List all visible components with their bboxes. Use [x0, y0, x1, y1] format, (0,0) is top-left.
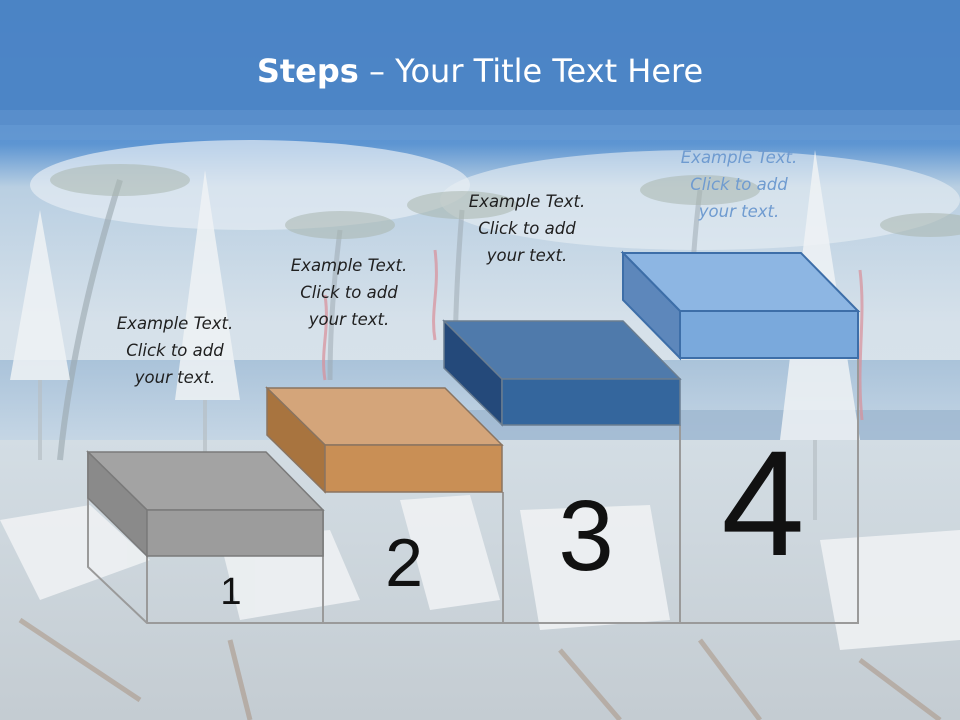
- step-caption-1[interactable]: Example Text. Click to add your text.: [90, 310, 260, 391]
- step-number-2: 2: [385, 525, 423, 601]
- step-1-caption-line-2: Click to add: [126, 341, 224, 360]
- title-bold: Steps: [256, 52, 359, 90]
- step-4-caption-line-1: Example Text.: [680, 148, 798, 167]
- step-2-caption-line-3: your text.: [308, 310, 390, 329]
- step-1-caption-line-1: Example Text.: [116, 314, 234, 333]
- step-2-caption-line-1: Example Text.: [290, 256, 408, 275]
- step-1-front: [146, 509, 324, 557]
- step-caption-3[interactable]: Example Text. Click to add your text.: [442, 188, 612, 269]
- step-block-3[interactable]: [442, 319, 682, 427]
- step-block-1[interactable]: [86, 450, 325, 558]
- step-block-4[interactable]: [620, 250, 861, 361]
- step-2-caption-line-2: Click to add: [300, 283, 398, 302]
- step-block-2[interactable]: [265, 386, 504, 494]
- step-3-caption-line-3: your text.: [486, 246, 568, 265]
- slide-title: Steps – Your Title Text Here: [0, 52, 960, 90]
- step-1-caption-line-3: your text.: [134, 368, 216, 387]
- step-number-4: 4: [721, 419, 804, 587]
- step-4-caption-line-2: Click to add: [690, 175, 788, 194]
- step-3-front: [501, 378, 681, 426]
- step-number-1: 1: [220, 571, 241, 613]
- step-4-caption-line-3: your text.: [698, 202, 780, 221]
- step-number-3: 3: [558, 480, 614, 592]
- step-3-caption-line-1: Example Text.: [468, 192, 586, 211]
- title-rest: – Your Title Text Here: [358, 52, 704, 90]
- step-4-front: [679, 310, 859, 359]
- step-caption-4[interactable]: Example Text. Click to add your text.: [654, 144, 824, 225]
- step-caption-2[interactable]: Example Text. Click to add your text.: [264, 252, 434, 333]
- step-3-caption-line-2: Click to add: [478, 219, 576, 238]
- step-2-front: [324, 444, 503, 493]
